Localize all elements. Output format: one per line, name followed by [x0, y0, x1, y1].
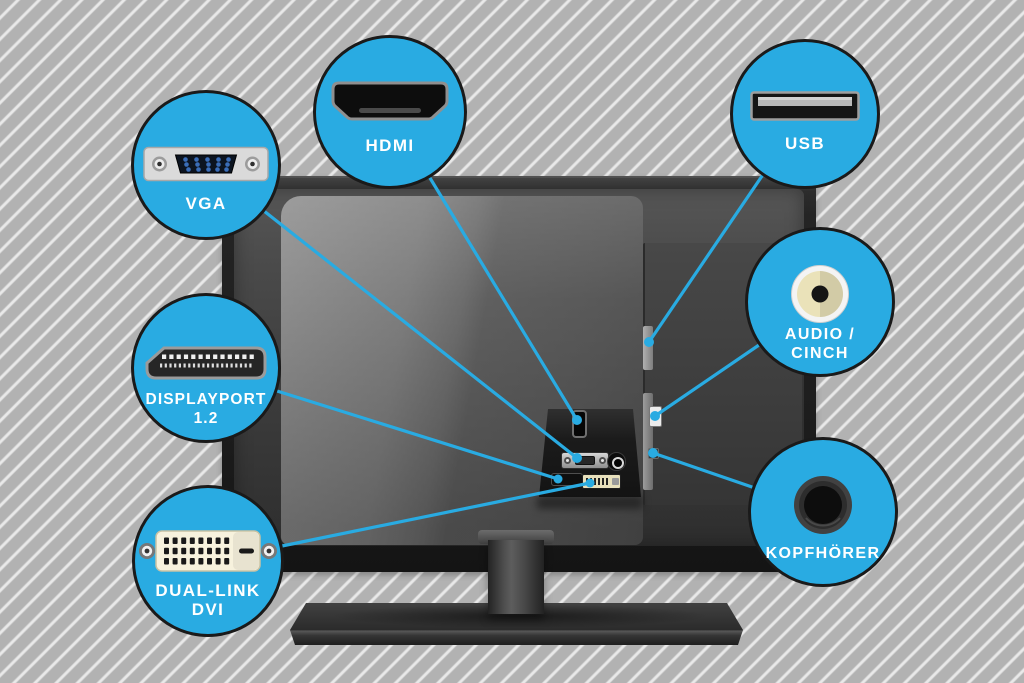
displayport-port: [551, 473, 583, 486]
usb-port-icon: [750, 91, 860, 121]
callout-vga: VGA: [131, 90, 281, 240]
callout-label: AUDIO /: [784, 326, 856, 343]
vga-port-screw: [564, 456, 571, 464]
cinch-port-ring: [611, 456, 624, 469]
dvi-port-cap: [612, 478, 619, 485]
callout-label: DISPLAYPORT: [145, 391, 267, 408]
displayport-connector-icon: [145, 346, 267, 380]
hdmi-port: [572, 410, 587, 438]
vga-port-screw: [599, 456, 606, 464]
callout-displayport: DISPLAYPORT 1.2: [131, 293, 281, 443]
callout-hdmi: HDMI: [313, 35, 467, 189]
stand-base-front: [290, 630, 743, 645]
vga-connector-icon: [143, 146, 269, 182]
callout-label: KOPFHÖRER: [765, 545, 881, 562]
cinch-port: [607, 452, 626, 471]
dvi-port-pins: [586, 478, 608, 485]
dvi-connector-icon: [139, 530, 277, 572]
callout-usb: USB: [730, 39, 880, 189]
callout-label: 1.2: [193, 410, 219, 427]
vga-port: [561, 452, 609, 469]
cinch-jack-icon: [791, 265, 849, 323]
usb-side-port: [643, 326, 653, 370]
callout-kopfhoerer: KOPFHÖRER: [748, 437, 898, 587]
callout-label: HDMI: [365, 136, 415, 155]
callout-dual-link-dvi: DUAL-LINK DVI: [132, 485, 284, 637]
stand-neck: [488, 540, 544, 614]
callout-audio-cinch: AUDIO / CINCH: [745, 227, 895, 377]
callout-label: USB: [784, 134, 826, 153]
port-panel-shadow: [537, 496, 643, 509]
hdmi-connector-icon: [331, 81, 449, 121]
vga-port-dsub: [575, 456, 595, 465]
dvi-port: [582, 474, 621, 489]
callout-label: VGA: [185, 194, 227, 213]
headphone-side-port: [648, 448, 659, 459]
headphone-jack-icon: [794, 476, 852, 534]
audio-side-port: [649, 406, 662, 427]
callout-label: DVI: [191, 600, 225, 619]
callout-label: CINCH: [791, 345, 849, 362]
callout-label: DUAL-LINK: [155, 581, 261, 600]
side-port-strip: [643, 393, 653, 490]
